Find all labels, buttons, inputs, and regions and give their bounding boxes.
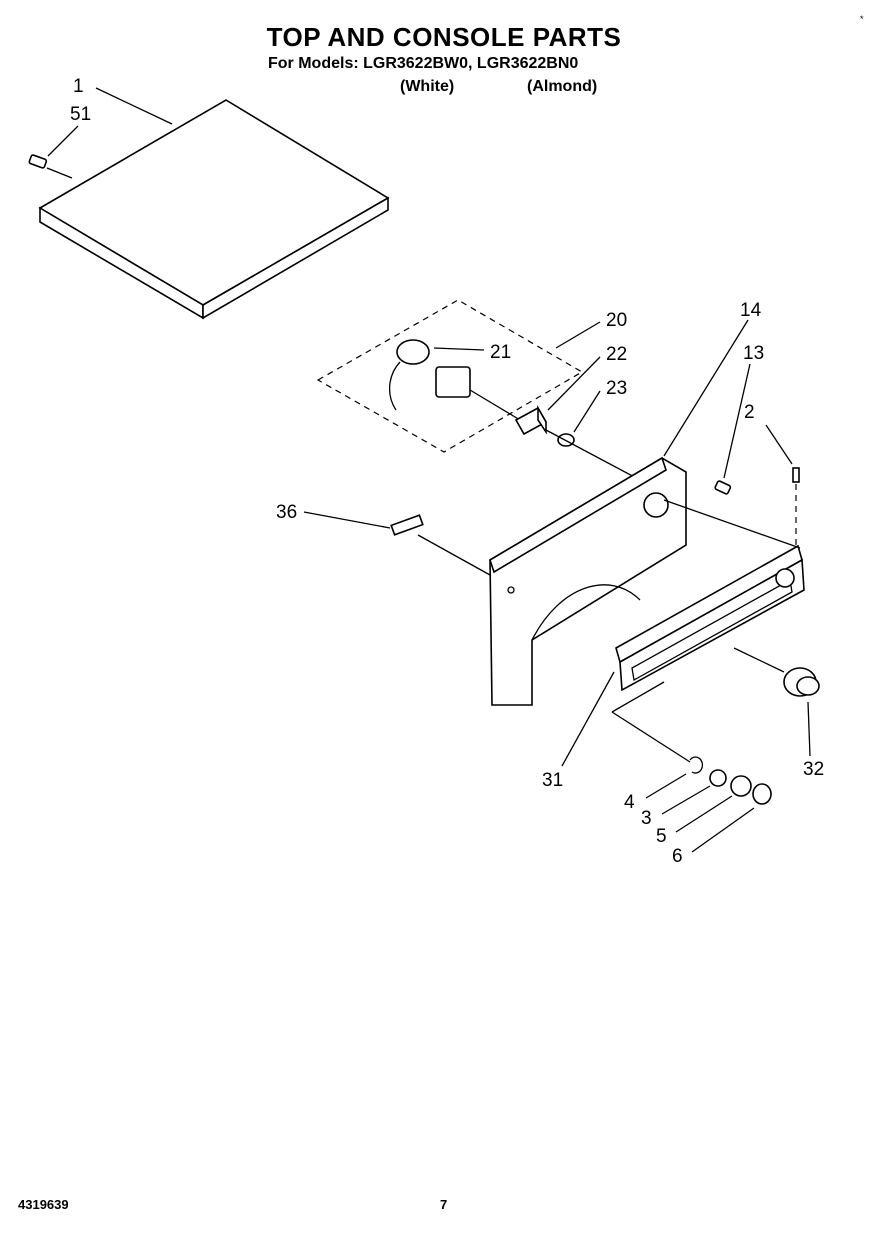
top-panel-part bbox=[38, 99, 390, 320]
switch-36-part bbox=[390, 514, 491, 576]
ring-6-part bbox=[752, 783, 772, 805]
nut-3-part bbox=[709, 769, 727, 787]
clip-4-part bbox=[689, 756, 704, 774]
color-white-label: (White) bbox=[400, 78, 455, 95]
callout-3: 3 bbox=[641, 808, 652, 829]
doc-number: 4319639 bbox=[18, 1197, 69, 1212]
callout-21: 21 bbox=[490, 342, 511, 363]
callout-20: 20 bbox=[606, 310, 627, 331]
bracket-22-part bbox=[514, 404, 548, 436]
screw-13-part bbox=[714, 480, 732, 495]
console-part bbox=[489, 456, 687, 706]
callout-32: 32 bbox=[803, 759, 824, 780]
callout-51: 51 bbox=[70, 104, 91, 125]
callout-5: 5 bbox=[656, 826, 667, 847]
callout-14: 14 bbox=[740, 300, 762, 321]
control-panel-part bbox=[615, 499, 805, 692]
page-number: 7 bbox=[440, 1197, 448, 1212]
screw-23-part bbox=[545, 429, 641, 481]
models-line: For Models: LGR3622BW0, LGR3622BN0 bbox=[268, 55, 579, 72]
callout-36: 36 bbox=[276, 502, 297, 523]
callout-2: 2 bbox=[744, 402, 755, 423]
callout-4: 4 bbox=[624, 792, 635, 813]
callout-22: 22 bbox=[606, 344, 627, 365]
knob-32-part bbox=[733, 647, 820, 697]
callout-1: 1 bbox=[73, 76, 84, 97]
leader-lines bbox=[47, 87, 811, 853]
diagram-title: TOP AND CONSOLE PARTS bbox=[266, 22, 622, 52]
screw-51-part bbox=[28, 154, 73, 179]
callout-23: 23 bbox=[606, 378, 627, 399]
washer-5-part bbox=[730, 775, 752, 797]
corner-mark: * bbox=[860, 14, 864, 24]
pin-2-part bbox=[792, 467, 800, 548]
callout-31: 31 bbox=[542, 770, 563, 791]
callout-6: 6 bbox=[672, 846, 683, 867]
callout-13: 13 bbox=[743, 343, 764, 364]
color-almond-label: (Almond) bbox=[527, 78, 598, 95]
timer-assembly-box bbox=[316, 299, 584, 453]
